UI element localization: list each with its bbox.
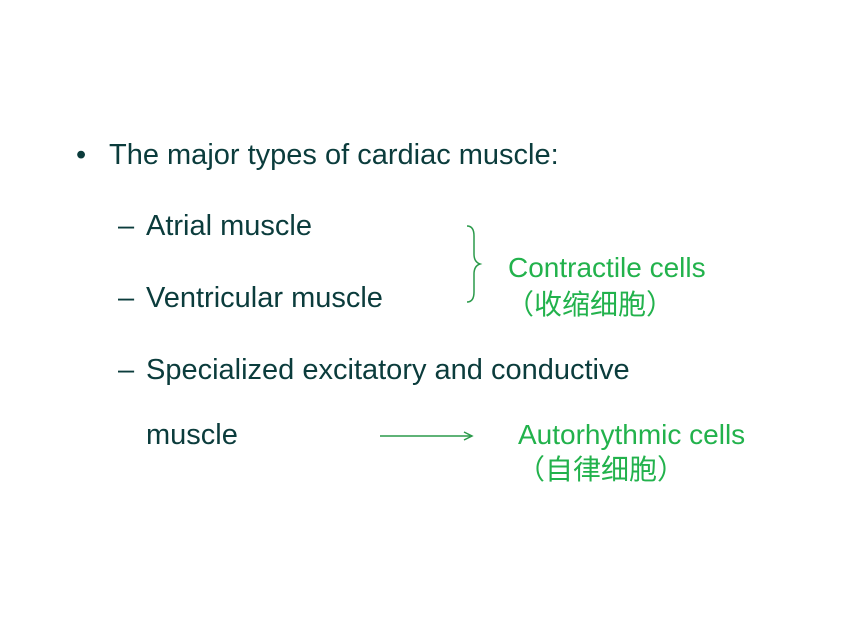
right-arrow-icon: [380, 431, 474, 441]
item-specialized-muscle-continued: muscle: [146, 419, 238, 451]
autorhythmic-cells-label: Autorhythmic cells: [518, 419, 746, 450]
autorhythmic-cells-chinese: （自律细胞）: [517, 454, 686, 485]
brace-icon: [466, 225, 483, 303]
dash-glyph: –: [118, 282, 135, 314]
item-ventricular-muscle: Ventricular muscle: [146, 282, 383, 314]
item-atrial-muscle: Atrial muscle: [146, 210, 312, 242]
bullet-glyph: •: [76, 139, 87, 171]
slide-heading: The major types of cardiac muscle:: [109, 139, 559, 171]
contractile-cells-chinese: （收缩细胞）: [506, 289, 675, 320]
item-specialized-muscle: Specialized excitatory and conductive: [146, 354, 630, 386]
dash-glyph: –: [118, 354, 135, 386]
contractile-cells-label: Contractile cells: [508, 252, 706, 283]
dash-glyph: –: [118, 210, 135, 242]
